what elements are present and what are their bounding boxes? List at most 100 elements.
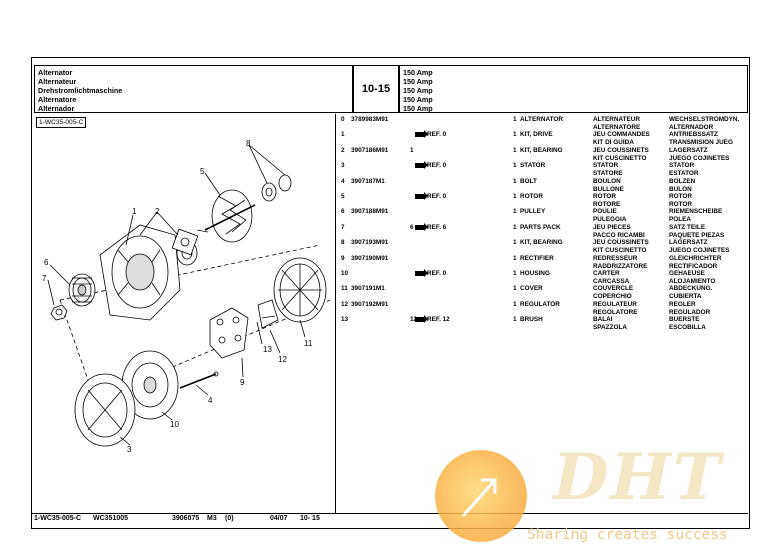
parts-continuation-es: TRANSMISION JUEG — [669, 139, 733, 146]
title-it: Alternatore — [38, 95, 77, 104]
ref-arrow-icon — [415, 130, 428, 139]
callout-label: 5 — [200, 167, 205, 176]
callout-label: 10 — [170, 420, 179, 429]
parts-continuation-es: REGULADOR — [669, 309, 711, 316]
amp-rating: 150 Amp — [403, 86, 433, 95]
callout-label: 2 — [155, 207, 160, 216]
regulator-part — [257, 299, 279, 329]
amp-rating: 150 Amp — [403, 104, 433, 113]
callout-label: 7 — [42, 274, 47, 283]
parts-continuation-it: CARCASSA — [593, 278, 630, 285]
footer-date: 04/07 — [270, 515, 288, 522]
footer-pub-number: 3906075 — [172, 515, 200, 522]
header-amps-box: 150 Amp 150 Amp 150 Amp 150 Amp 150 Amp — [399, 65, 748, 113]
callout-label: 3 — [127, 445, 132, 454]
footer-group: 10- 15 — [300, 515, 320, 522]
callout-label: 6 — [44, 258, 49, 267]
parts-continuation-es: ALTERNADOR — [669, 124, 714, 131]
nut-part — [50, 304, 68, 321]
figure-label: 1-WC35-005-C — [36, 117, 87, 128]
parts-continuation-es: ROTOR — [669, 201, 692, 208]
parts-continuation-it: PACCO RICAMBI — [593, 232, 645, 239]
parts-continuation-it: STATORE — [593, 170, 623, 177]
bearing-part — [261, 174, 292, 202]
amp-rating: 150 Amp — [403, 68, 433, 77]
parts-continuation-es: RECTIFICADOR — [669, 263, 718, 270]
footer-doc-id: WC351005 — [93, 515, 129, 522]
parts-continuation-it: KIT DI GUIDA — [593, 139, 634, 146]
parts-continuation-es: JUEGO COJINETES — [669, 155, 730, 162]
group-code: 10-15 — [353, 65, 399, 113]
parts-continuation-it: COPERCHIO — [593, 293, 632, 300]
callout-label: 11 — [304, 339, 313, 348]
footer-divider — [31, 513, 748, 514]
callout-label: 9 — [240, 378, 245, 387]
ref-arrow-icon — [415, 223, 428, 232]
parts-continuation-it: KIT CUSCINETTO — [593, 247, 647, 254]
parts-continuation-es: BULON — [669, 186, 692, 193]
title-en: Alternator — [38, 68, 73, 77]
ref-arrow-icon — [415, 269, 428, 278]
title-fr: Alternateur — [38, 77, 77, 86]
rotor-part — [204, 189, 256, 243]
parts-continuation-es: ESTATOR — [669, 170, 699, 177]
arrow-icon — [461, 478, 497, 517]
catalog-sheet-border — [31, 57, 750, 529]
ref-arrow-icon — [415, 315, 428, 324]
bolt-part — [179, 371, 219, 389]
parts-continuation-it: ALTERNATORE — [593, 124, 641, 131]
parts-continuation-it: SPAZZOLA — [593, 324, 627, 331]
stator-part — [74, 373, 136, 447]
parts-continuation-it: KIT CUSCINETTO — [593, 155, 647, 162]
parts-continuation-es: JUEGO COJINETES — [669, 247, 730, 254]
watermark-slogan: Sharing creates success — [527, 527, 728, 543]
title-es: Alternador — [38, 104, 75, 113]
parts-continuation-es: PAQUETE PIEZAS — [669, 232, 725, 239]
callout-label: 12 — [278, 355, 287, 364]
parts-continuation-it: RADDRIZZATORE — [593, 263, 648, 270]
front-housing-part — [99, 224, 181, 321]
amp-rating: 150 Amp — [403, 95, 433, 104]
parts-continuation-it: REGOLATORE — [593, 309, 638, 316]
amp-rating: 150 Amp — [403, 77, 433, 86]
watermark-logo: DHT — [553, 440, 723, 515]
footer-figure-id: 1-WC35-005-C — [34, 515, 82, 522]
column-divider — [335, 114, 336, 513]
title-de: Drehstromlichtmaschine — [38, 86, 123, 95]
ref-arrow-icon — [415, 161, 428, 170]
callout-label: 1 — [132, 207, 137, 216]
callout-label: 13 — [263, 345, 272, 354]
parts-continuation-es: ALOJAMIENTO — [669, 278, 716, 285]
pulley-part — [68, 273, 96, 307]
parts-continuation-it: ROTORE — [593, 201, 621, 208]
parts-continuation-it: BULLONE — [593, 186, 624, 193]
parts-continuation-it: PULEGGIA — [593, 216, 627, 223]
rear-cover-part — [273, 257, 327, 323]
parts-continuation-es: CUBIERTA — [669, 293, 702, 300]
bearing-plate-part — [171, 228, 209, 266]
footer-revision: (0) — [225, 515, 234, 522]
footer-m-code: M3 — [207, 515, 217, 522]
parts-continuation-es: ESCOBILLA — [669, 324, 706, 331]
watermark-circle — [435, 450, 527, 542]
callout-label: 4 — [208, 396, 213, 405]
callout-label: 8 — [246, 139, 251, 148]
ref-arrow-icon — [415, 192, 428, 201]
header-title-box: Alternator Alternateur Drehstromlichtmas… — [34, 65, 353, 113]
parts-continuation-es: POLEA — [669, 216, 692, 223]
